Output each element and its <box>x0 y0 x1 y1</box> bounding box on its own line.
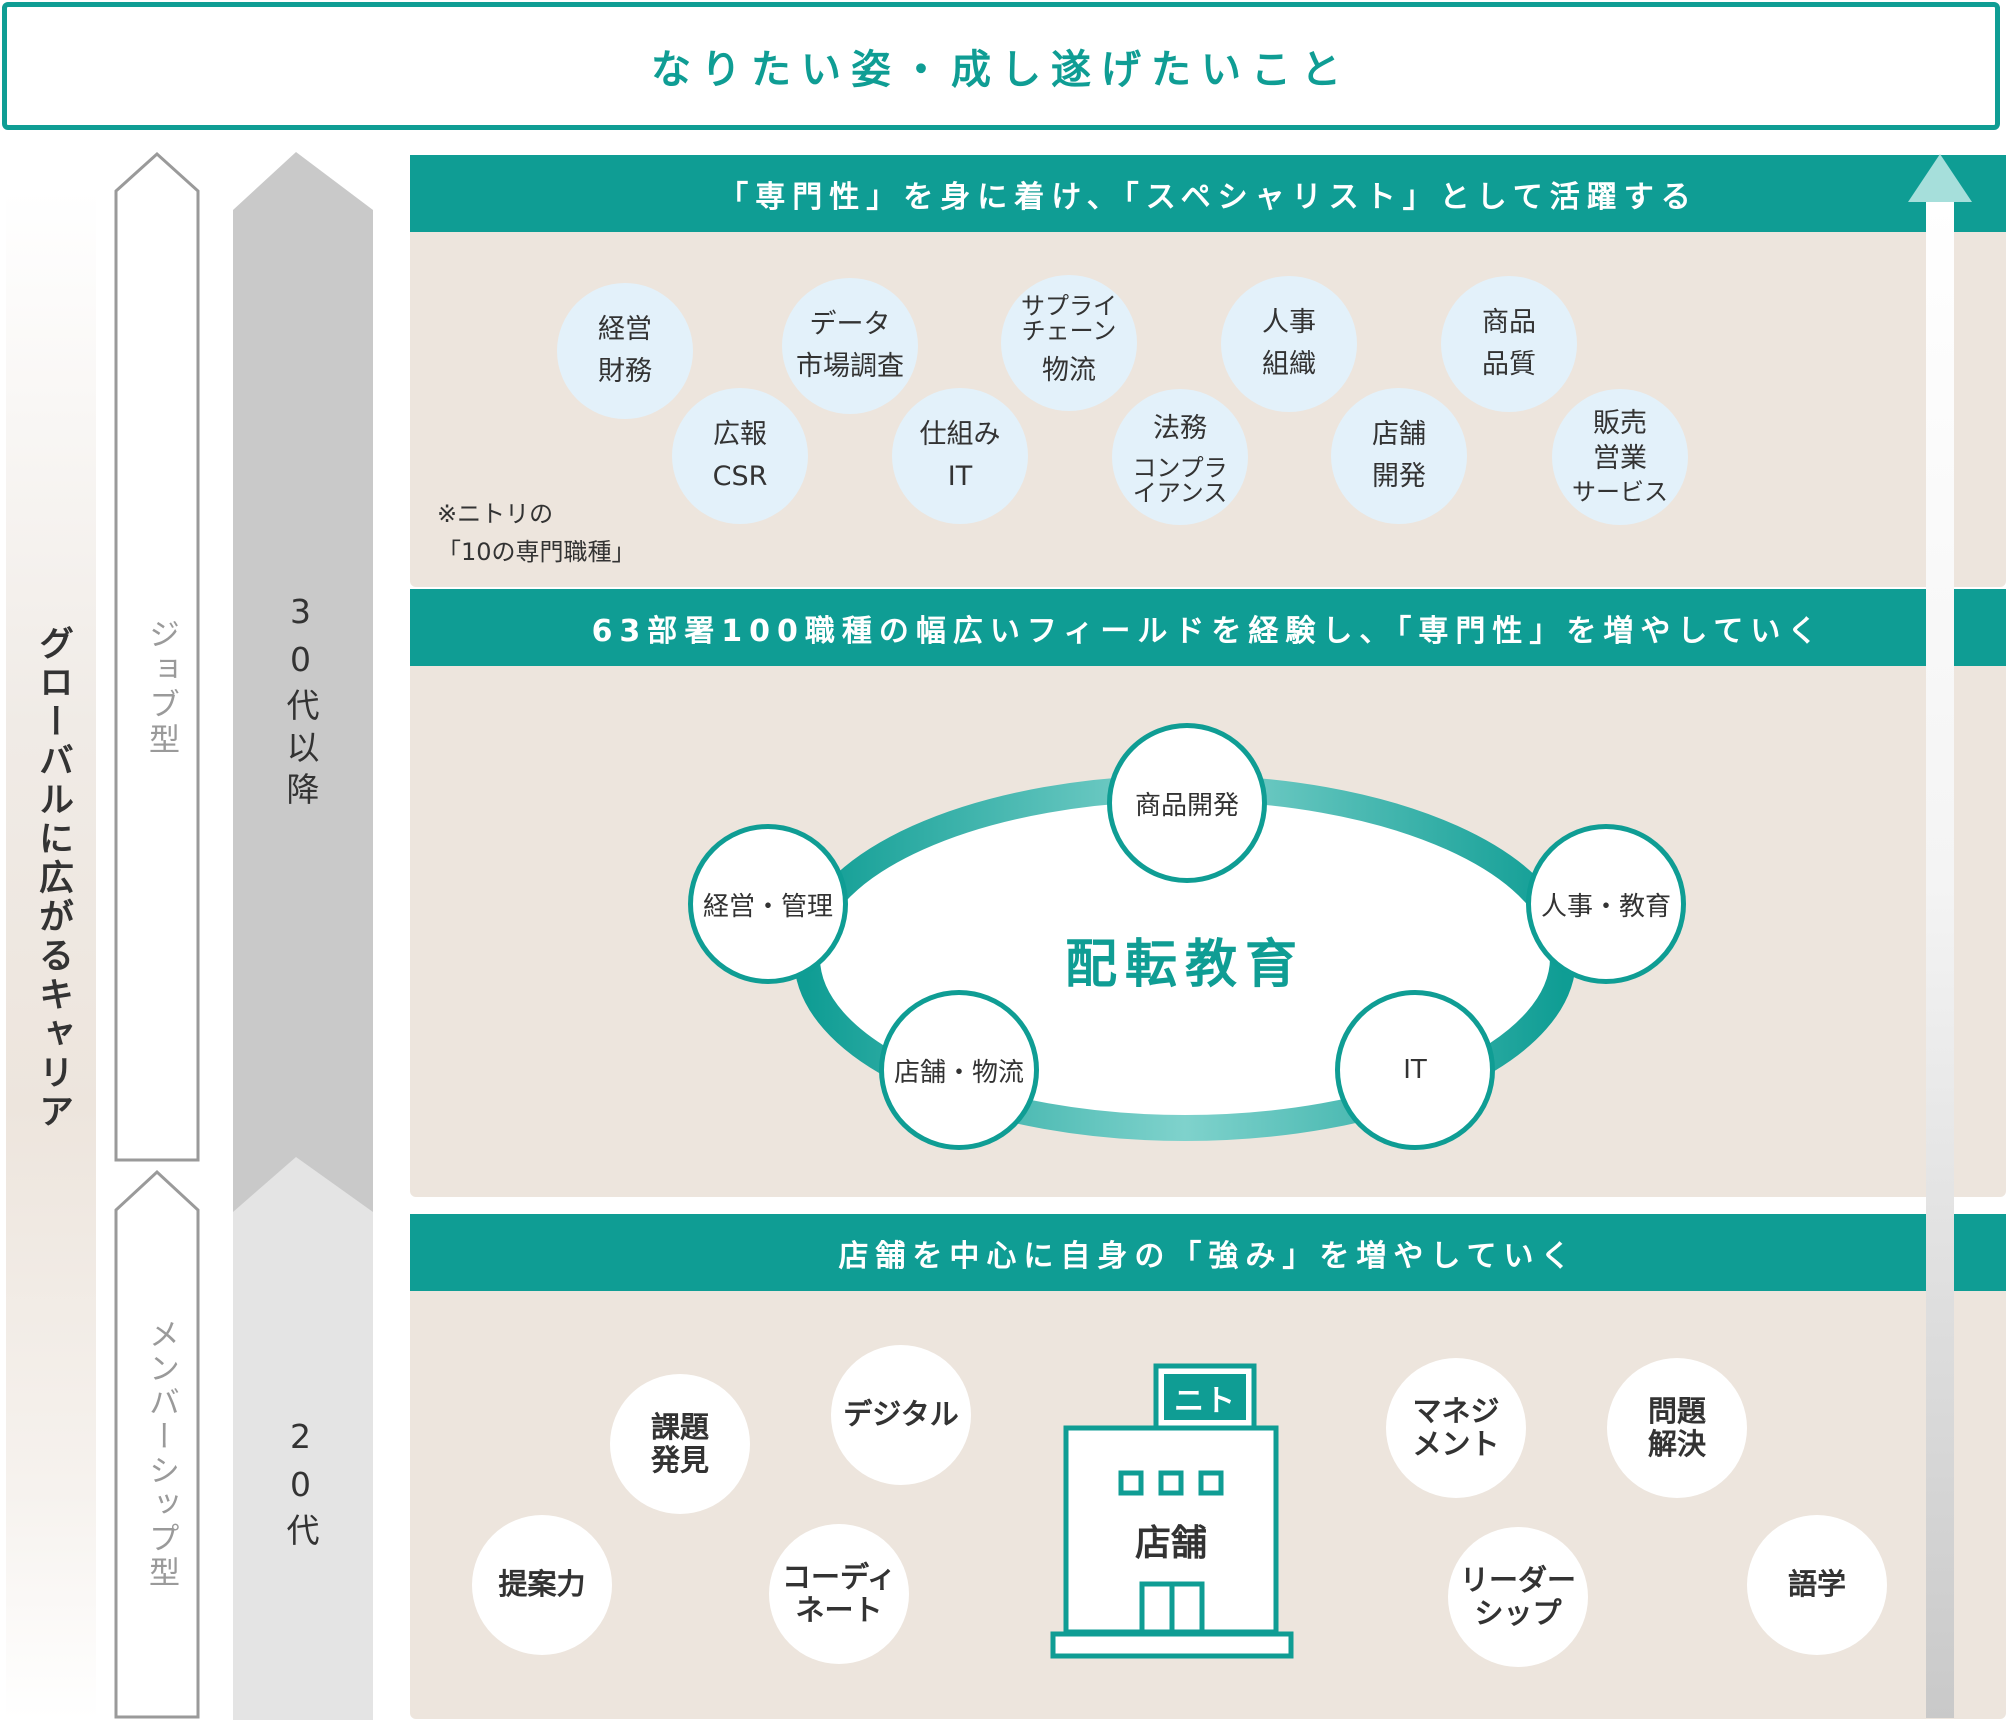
field-circle-it: 仕組み IT <box>892 388 1028 524</box>
specialist-note-line1: ※ニトリの <box>437 500 554 528</box>
specialist-banner: 「専門性」を身に着け、「スペシャリスト」として活躍する <box>410 155 2006 232</box>
field-circle-pr: 広報 CSR <box>672 388 808 524</box>
store-banner-text: 店舗を中心に自身の「強み」を増やしていく <box>838 1238 1578 1274</box>
rotation-node-it: IT <box>1335 990 1495 1150</box>
skill-circle-proposal: 提案力 <box>472 1515 612 1655</box>
global-career-strip <box>6 190 96 1720</box>
age-band-lower: 20代 <box>281 1417 320 1555</box>
store-banner: 店舗を中心に自身の「強み」を増やしていく <box>410 1214 2006 1291</box>
store-sign-text: ニトリ <box>1174 1384 1236 1463</box>
skill-circle-issue-finding: 課題発見 <box>610 1374 750 1514</box>
skill-circle-problem-solving: 問題解決 <box>1607 1358 1747 1498</box>
field-circle-finance: 経営 財務 <box>557 283 693 419</box>
skill-circle-management: マネジメント <box>1386 1358 1526 1498</box>
goal-box: なりたい姿・成し遂げたいこと <box>2 2 2000 130</box>
rotation-center-label: 配転教育 <box>1064 935 1305 995</box>
rotation-banner-text: 63部署100職種の幅広いフィールドを経験し、「専門性」を増やしていく <box>591 613 1825 649</box>
skill-circle-leadership: リーダーシップ <box>1448 1527 1588 1667</box>
age-band-upper: 30代以降 <box>281 592 320 814</box>
up-arrow-icon <box>1908 154 1972 1718</box>
rotation-node-management: 経営・管理 <box>688 824 848 984</box>
field-circle-legal: 法務 コンプライアンス <box>1112 389 1248 525</box>
thirties-band-arrow <box>233 152 373 1215</box>
rotation-node-store: 店舗・物流 <box>879 990 1039 1150</box>
field-circle-logistics: サプライチェーン 物流 <box>1001 275 1137 411</box>
field-circle-store-dev: 店舗 開発 <box>1331 388 1467 524</box>
global-career-label: グローバルに広がるキャリア <box>33 625 73 1132</box>
membership-type-arrow <box>114 1169 200 1719</box>
rotation-banner: 63部署100職種の幅広いフィールドを経験し、「専門性」を増やしていく <box>410 589 2006 666</box>
goal-title: なりたい姿・成し遂げたいこと <box>651 47 1351 93</box>
job-type-label: ジョブ型 <box>143 618 179 758</box>
specialist-banner-text: 「専門性」を身に着け、「スペシャリスト」として活躍する <box>718 179 1698 215</box>
twenties-band-arrow <box>233 1157 373 1720</box>
store-building-icon <box>1050 1363 1294 1659</box>
rotation-node-product: 商品開発 <box>1107 723 1267 883</box>
specialist-note-line2: 「10の専門職種」 <box>437 538 636 567</box>
rotation-node-hr: 人事・教育 <box>1526 824 1686 984</box>
store-building-label: 店舗 <box>1134 1523 1207 1564</box>
skill-circle-coordinate: コーディネート <box>769 1524 909 1664</box>
field-circle-quality: 商品 品質 <box>1441 276 1577 412</box>
membership-type-label: メンバーシップ型 <box>143 1318 179 1590</box>
specialist-note: ※ニトリの 「10の専門職種」 <box>437 495 636 572</box>
career-track-graphic <box>114 151 373 1720</box>
field-circle-data: データ 市場調査 <box>782 278 918 414</box>
field-circle-sales: 販売 営業 サービス <box>1552 389 1688 525</box>
skill-circle-digital: デジタル <box>831 1345 971 1485</box>
field-circle-hr: 人事 組織 <box>1221 276 1357 412</box>
skill-circle-language: 語学 <box>1747 1515 1887 1655</box>
job-type-arrow <box>114 151 200 1162</box>
